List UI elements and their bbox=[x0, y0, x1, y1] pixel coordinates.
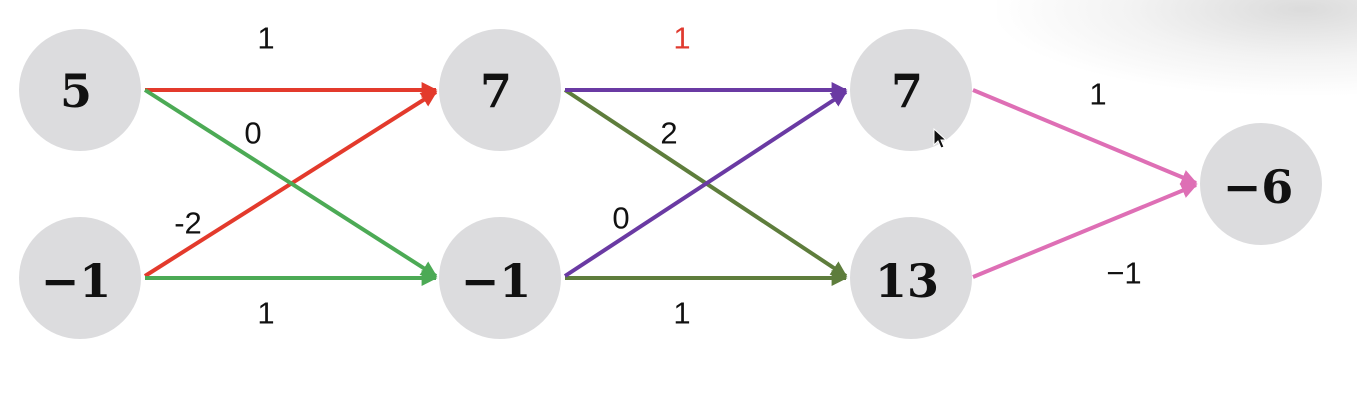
weight-l2top-l3bottom: 2 bbox=[660, 116, 677, 151]
node-l1-top-value: 5 bbox=[60, 64, 92, 118]
node-l2-bottom bbox=[439, 217, 561, 339]
node-output bbox=[1200, 123, 1322, 245]
weight-l2top-l3top: 1 bbox=[673, 21, 690, 56]
node-l3-top bbox=[850, 29, 972, 151]
node-l3-top-value: 7 bbox=[891, 64, 923, 118]
edge-l3top-output bbox=[972, 88, 1198, 185]
weight-l3top-output: 1 bbox=[1089, 77, 1106, 112]
weight-l3bottom-output: −1 bbox=[1106, 256, 1141, 291]
weight-l1bottom-l2top: -2 bbox=[174, 206, 202, 241]
mouse-cursor-icon bbox=[933, 127, 948, 149]
edge-l2bottom-l3top bbox=[563, 90, 848, 278]
weight-l1top-l2bottom: 0 bbox=[244, 116, 261, 151]
corner-shadow bbox=[997, 0, 1357, 95]
node-l2-bottom-value: −1 bbox=[461, 254, 532, 308]
node-l3-bottom-value: 13 bbox=[875, 254, 939, 308]
weight-l2bottom-l3top: 0 bbox=[612, 201, 629, 236]
node-output-value: −6 bbox=[1223, 160, 1294, 214]
edge-l3bottom-output bbox=[972, 183, 1198, 279]
weight-l1bottom-l2bottom: 1 bbox=[257, 296, 274, 331]
weight-l2bottom-l3bottom: 1 bbox=[673, 296, 690, 331]
node-l1-top bbox=[19, 29, 141, 151]
node-l1-bottom bbox=[19, 217, 141, 339]
node-l1-bottom-value: −1 bbox=[41, 254, 112, 308]
edge-l1top-l2bottom bbox=[143, 88, 438, 278]
node-l2-top bbox=[439, 29, 561, 151]
node-l3-bottom bbox=[850, 217, 972, 339]
weight-l1top-l2top: 1 bbox=[257, 21, 274, 56]
node-l2-top-value: 7 bbox=[480, 64, 512, 118]
